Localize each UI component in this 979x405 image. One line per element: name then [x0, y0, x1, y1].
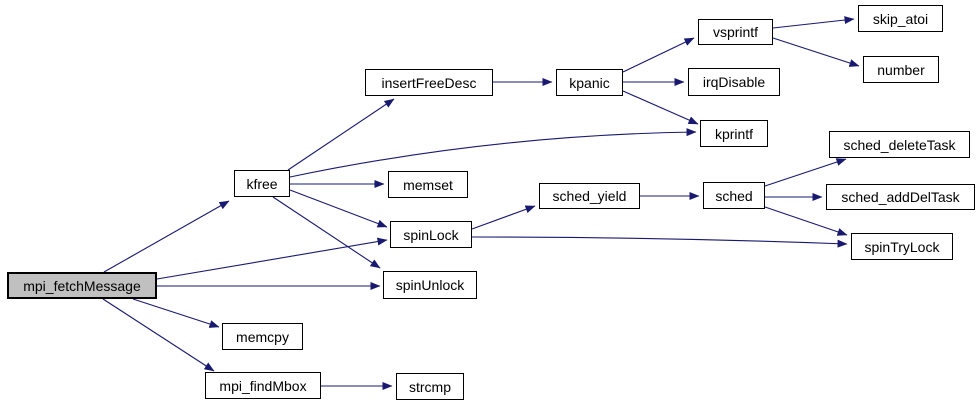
node-number[interactable]: number	[863, 56, 939, 83]
edge-kpanic-kprintf	[622, 90, 699, 125]
edge-mpi_fetchMessage-mpi_findMbox	[102, 298, 215, 372]
edge-kfree-kprintf	[289, 128, 697, 178]
node-spinTryLock[interactable]: spinTryLock	[851, 233, 953, 260]
node-spinLock[interactable]: spinLock	[390, 221, 472, 248]
node-sched_yield[interactable]: sched_yield	[539, 183, 640, 209]
edge-sched-spinTryLock	[764, 206, 848, 236]
node-spinUnlock[interactable]: spinUnlock	[383, 271, 477, 299]
edge-mpi_fetchMessage-kfree	[103, 200, 230, 273]
node-sched_deleteTask[interactable]: sched_deleteTask	[829, 131, 970, 158]
edge-mpi_fetchMessage-memcpy	[132, 298, 220, 328]
node-kprintf[interactable]: kprintf	[700, 120, 768, 147]
node-vsprintf[interactable]: vsprintf	[698, 19, 773, 45]
edge-sched-sched_deleteTask	[764, 158, 847, 187]
node-mpi_fetchMessage[interactable]: mpi_fetchMessage	[7, 272, 157, 299]
edge-vsprintf-number	[772, 37, 860, 67]
node-kpanic[interactable]: kpanic	[556, 69, 623, 96]
edge-kfree-spinUnlock	[272, 196, 381, 269]
node-memset[interactable]: memset	[388, 171, 468, 198]
node-irqDisable[interactable]: irqDisable	[688, 68, 780, 96]
edge-mpi_fetchMessage-spinLock	[156, 237, 388, 280]
node-memcpy[interactable]: memcpy	[222, 323, 303, 350]
edge-kfree-insertFreeDesc	[287, 98, 395, 171]
node-skip_atoi[interactable]: skip_atoi	[858, 5, 943, 32]
edge-group	[102, 16, 860, 390]
node-sched_addDelTask[interactable]: sched_addDelTask	[826, 184, 975, 210]
edge-kpanic-vsprintf	[622, 37, 695, 73]
node-sched[interactable]: sched	[703, 182, 765, 209]
node-mpi_findMbox[interactable]: mpi_findMbox	[205, 372, 321, 399]
node-insertFreeDesc[interactable]: insertFreeDesc	[365, 69, 493, 96]
edge-spinLock-spinTryLock	[471, 236, 848, 248]
edge-kfree-spinLock	[289, 189, 388, 228]
node-kfree[interactable]: kfree	[234, 170, 290, 197]
node-strcmp[interactable]: strcmp	[396, 373, 464, 400]
edge-spinLock-sched_yield	[471, 205, 536, 230]
edge-vsprintf-skip_atoi	[772, 16, 855, 29]
